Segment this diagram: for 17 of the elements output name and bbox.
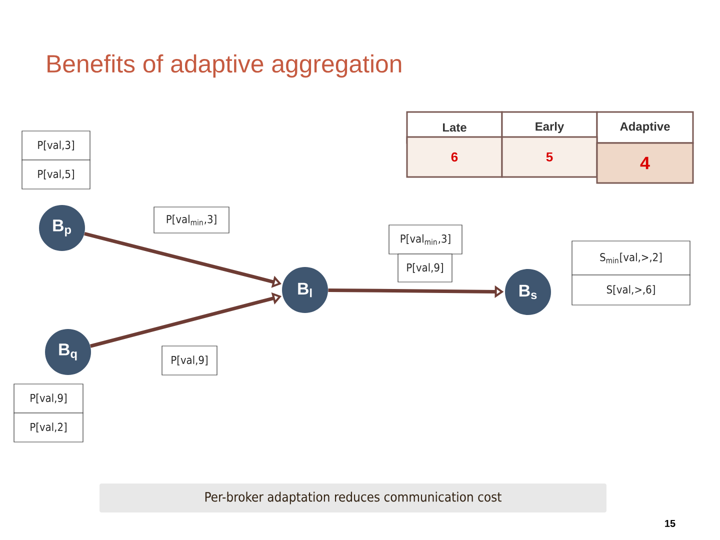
message-box: S$_{min}$[val,>,2]: [572, 240, 690, 276]
message-box: P[val,5]: [22, 160, 90, 190]
message-box: P[val$_{min}$,3]: [388, 224, 462, 254]
table-cell: 4: [596, 142, 694, 184]
table-cell: 5: [501, 136, 598, 178]
page-number: 15: [665, 520, 676, 527]
message-box: P[val,9]: [398, 254, 452, 282]
table-header-cell: Adaptive: [596, 111, 694, 144]
table-cell: 6: [406, 136, 503, 178]
message-box: P[val,3]: [22, 130, 90, 160]
title: Benefits of adaptive aggregation: [48, 54, 402, 78]
message-box: P[val,2]: [14, 412, 84, 442]
message-box: S[val,>,6]: [572, 274, 690, 306]
message-box: P[val,9]: [162, 346, 218, 376]
message-box: P[val$_{min}$,3]: [154, 206, 230, 234]
message-box: P[val,9]: [14, 384, 84, 414]
caption-box: Per-broker adaptation reduces communication cost: [100, 484, 606, 512]
